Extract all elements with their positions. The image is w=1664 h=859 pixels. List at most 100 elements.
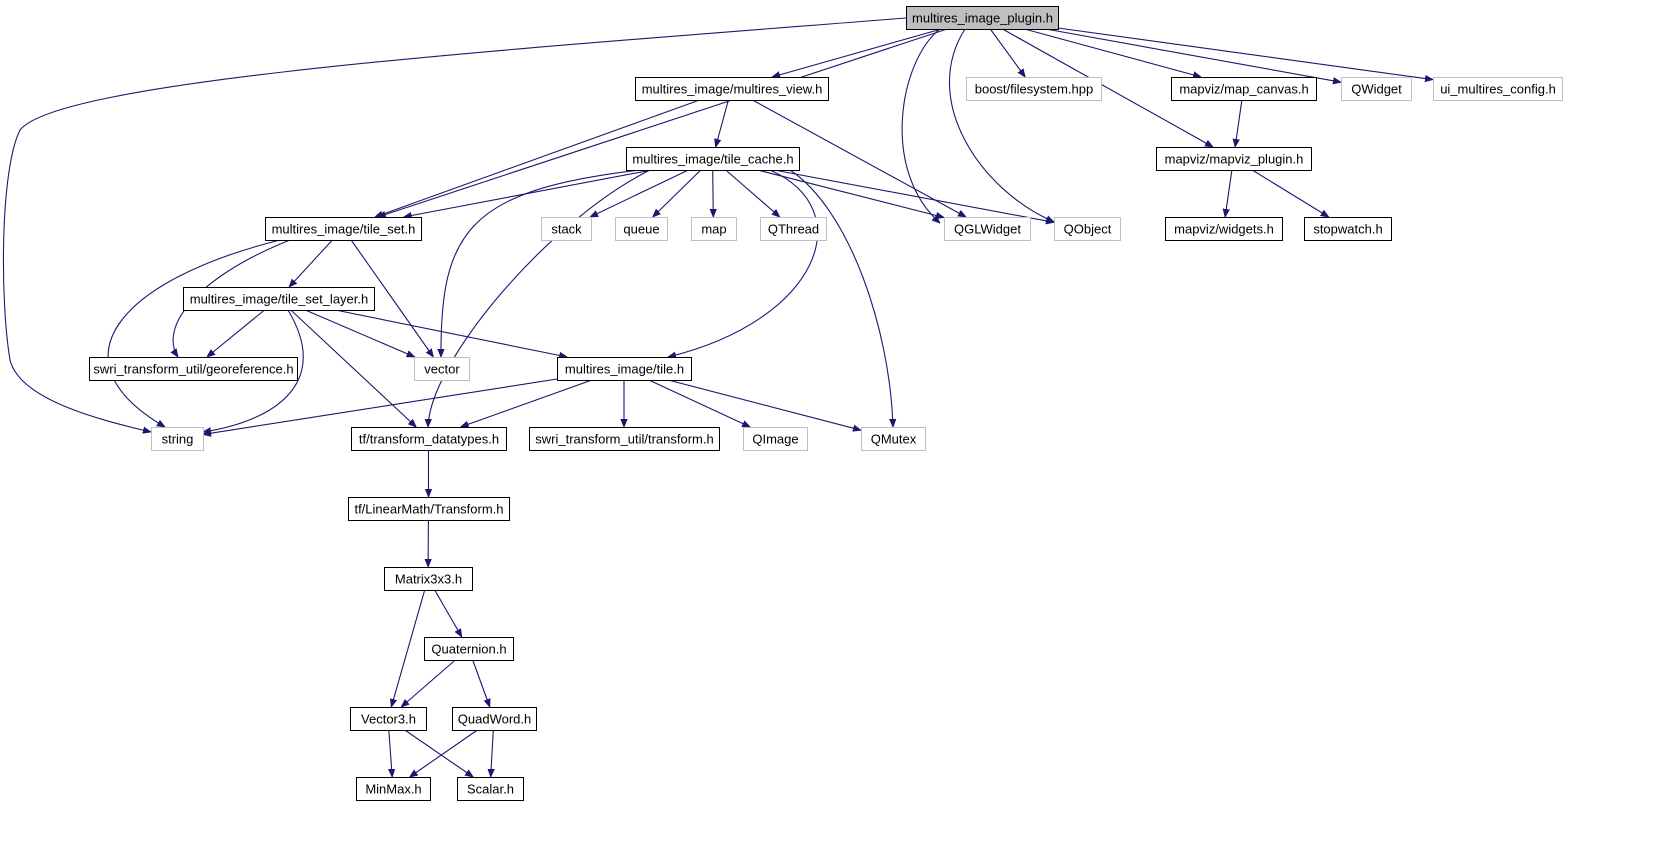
node-label: string xyxy=(162,432,194,447)
node-stack: stack xyxy=(541,217,592,241)
node-box xyxy=(151,427,204,451)
edge-tile-to-string xyxy=(203,378,558,434)
node-box xyxy=(691,217,737,241)
edge-plugin-to-qwidget xyxy=(1045,28,1341,82)
node-mapviz-widgets-h[interactable]: mapviz/widgets.h xyxy=(1165,217,1283,241)
edge-quadword-to-minmax xyxy=(410,729,478,777)
node-label: multires_image/tile_set_layer.h xyxy=(190,292,368,307)
edge-matrix-to-vector3 xyxy=(391,589,426,707)
node-box xyxy=(635,77,829,101)
edge-view-to-tilecache xyxy=(716,99,729,147)
node-mapviz-mapviz-plugin-h[interactable]: mapviz/mapviz_plugin.h xyxy=(1156,147,1312,171)
node-box xyxy=(351,427,507,451)
edge-tilecache-to-qmutex xyxy=(789,169,893,427)
node-box xyxy=(183,287,375,311)
edge-quadword-to-scalar xyxy=(491,729,494,777)
node-label: stopwatch.h xyxy=(1313,222,1382,237)
node-box xyxy=(424,637,514,661)
edge-vector3-to-scalar xyxy=(404,729,473,777)
edge-tilecache-to-queue xyxy=(653,169,702,217)
node-label: Matrix3x3.h xyxy=(395,572,462,587)
node-qobject: QObject xyxy=(1054,217,1121,241)
node-minmax-h[interactable]: MinMax.h xyxy=(356,777,431,801)
node-label: queue xyxy=(623,222,659,237)
header-nodes: multires_image_plugin.h multires_image/mu… xyxy=(89,6,1563,801)
node-label: map xyxy=(701,222,726,237)
node-label: QGLWidget xyxy=(954,222,1021,237)
node-box xyxy=(452,707,537,731)
node-box xyxy=(1156,147,1312,171)
node-qimage: QImage xyxy=(743,427,808,451)
node-tf-linearmath-transform-h[interactable]: tf/LinearMath/Transform.h xyxy=(348,497,510,521)
node-label: Vector3.h xyxy=(361,712,416,727)
node-quaternion-h[interactable]: Quaternion.h xyxy=(424,637,514,661)
node-label: ui_multires_config.h xyxy=(1440,82,1556,97)
node-box xyxy=(348,497,510,521)
node-multires-image-tile-h[interactable]: multires_image/tile.h xyxy=(557,357,692,381)
node-box xyxy=(414,357,470,381)
node-multires-image-tile-set-h[interactable]: multires_image/tile_set.h xyxy=(265,217,422,241)
node-label: QObject xyxy=(1064,222,1112,237)
node-box xyxy=(356,777,431,801)
node-box xyxy=(384,567,473,591)
edge-tilesetlayer-to-tfdatatypes xyxy=(290,309,416,427)
node-label: swri_transform_util/georeference.h xyxy=(93,362,293,377)
node-box xyxy=(1304,217,1392,241)
edge-tile-to-tfdatatypes xyxy=(461,379,593,427)
node-qglwidget: QGLWidget xyxy=(944,217,1031,241)
edge-tilesetlayer-to-vector xyxy=(305,309,414,358)
edge-view-to-qglwidget xyxy=(752,99,967,217)
node-stopwatch-h[interactable]: stopwatch.h xyxy=(1304,217,1392,241)
dependency-edges xyxy=(2,17,1433,777)
node-box xyxy=(906,6,1059,30)
node-quadword-h[interactable]: QuadWord.h xyxy=(452,707,537,731)
node-box xyxy=(529,427,720,451)
node-box xyxy=(1341,77,1412,101)
node-mapviz-map-canvas-h[interactable]: mapviz/map_canvas.h xyxy=(1171,77,1317,101)
edge-mapvizplugin-to-widgets xyxy=(1225,169,1233,217)
node-scalar-h[interactable]: Scalar.h xyxy=(457,777,524,801)
edge-tilecache-to-vector xyxy=(441,169,641,357)
node-label: tf/LinearMath/Transform.h xyxy=(354,502,503,517)
edge-vector3-to-minmax xyxy=(389,729,392,777)
node-tf-transform-datatypes-h[interactable]: tf/transform_datatypes.h xyxy=(351,427,507,451)
node-label: swri_transform_util/transform.h xyxy=(535,432,713,447)
edge-tilecache-to-qglwidget xyxy=(757,169,944,218)
edge-plugin-to-mapcanvas xyxy=(1024,28,1201,77)
edge-plugin-to-qobject xyxy=(948,28,1054,223)
node-label: boost/filesystem.hpp xyxy=(975,82,1094,97)
node-label: multires_image_plugin.h xyxy=(912,11,1053,26)
node-vector3-h[interactable]: Vector3.h xyxy=(350,707,427,731)
node-label: multires_image/tile_cache.h xyxy=(632,152,793,167)
node-multires-image-tile-set-layer-h[interactable]: multires_image/tile_set_layer.h xyxy=(183,287,375,311)
node-multires-image-tile-cache-h[interactable]: multires_image/tile_cache.h xyxy=(626,147,800,171)
edge-tileset-to-string xyxy=(107,239,281,427)
node-qmutex: QMutex xyxy=(861,427,926,451)
node-matrix3x3-h[interactable]: Matrix3x3.h xyxy=(384,567,473,591)
node-label: multires_image/tile.h xyxy=(565,362,684,377)
node-label: QWidget xyxy=(1351,82,1402,97)
node-multires-image-plugin-h[interactable]: multires_image_plugin.h xyxy=(906,6,1059,30)
node-box xyxy=(89,357,298,381)
node-label: QMutex xyxy=(871,432,917,447)
node-label: mapviz/mapviz_plugin.h xyxy=(1165,152,1304,167)
node-label: Quaternion.h xyxy=(431,642,506,657)
edge-tilesetlayer-to-tile xyxy=(335,309,567,357)
edge-plugin-to-tileset xyxy=(378,28,948,217)
node-swri-transform-util-georeference-h[interactable]: swri_transform_util/georeference.h xyxy=(89,357,298,381)
node-label: MinMax.h xyxy=(365,782,421,797)
edge-tileset-to-vector xyxy=(350,239,433,357)
node-label: QImage xyxy=(752,432,798,447)
node-swri-transform-util-transform-h[interactable]: swri_transform_util/transform.h xyxy=(529,427,720,451)
edge-tilecache-to-qthread xyxy=(725,169,780,217)
edge-plugin-to-view xyxy=(772,28,942,77)
edge-mapcanvas-to-mapvizplugin xyxy=(1235,99,1243,147)
node-multires-image-multires-view-h[interactable]: multires_image/multires_view.h xyxy=(635,77,829,101)
edge-quaternion-to-vector3 xyxy=(401,659,456,707)
edge-tileset-to-tilesetlayer xyxy=(289,239,333,287)
node-label: mapviz/widgets.h xyxy=(1174,222,1274,237)
node-vector: vector xyxy=(414,357,470,381)
node-box xyxy=(760,217,827,241)
edge-plugin-to-qglwidget xyxy=(901,28,940,223)
